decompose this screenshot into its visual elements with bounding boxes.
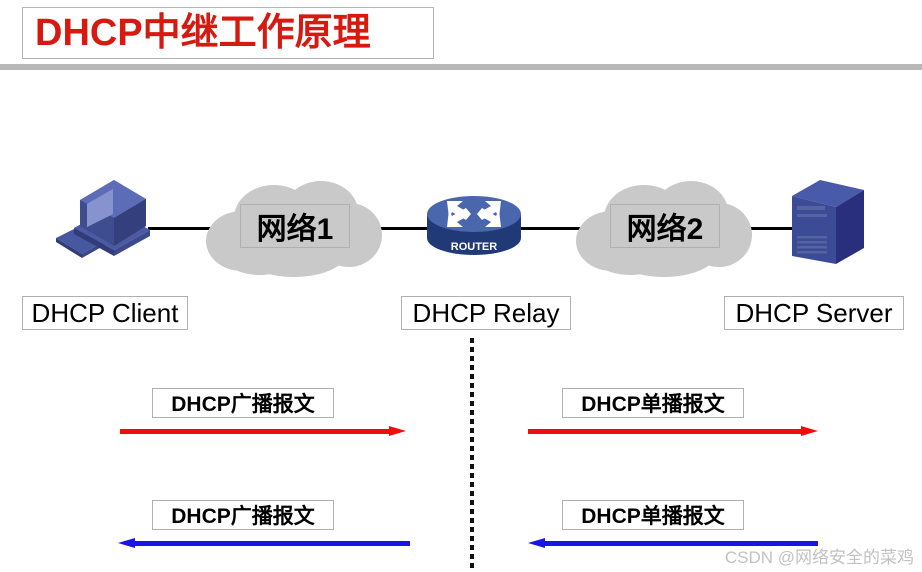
cloud-label-network1: 网络1 [240, 204, 350, 248]
arrow-shaft [528, 429, 802, 434]
flow-label-lower-left: DHCP广播报文 [152, 500, 334, 530]
cloud-puff [588, 221, 672, 275]
relay-boundary-divider [470, 338, 474, 572]
flow-label-lower-left-text: DHCP广播报文 [171, 505, 315, 528]
cloud-label-network2-text: 网络2 [626, 213, 704, 246]
node-label-relay: DHCP Relay [401, 296, 571, 330]
flow-arrow-lower-right [528, 538, 818, 548]
arrow-shaft [134, 541, 410, 546]
flow-label-upper-right: DHCP单播报文 [562, 388, 744, 418]
flow-label-upper-left-text: DHCP广播报文 [171, 393, 315, 416]
cloud-icon-network2 [576, 181, 752, 277]
node-label-server-text: DHCP Server [735, 297, 893, 328]
page-title: DHCP中继工作原理 [35, 12, 371, 54]
node-label-server: DHCP Server [724, 296, 904, 330]
server-tower-icon [786, 178, 868, 273]
arrow-head [389, 426, 406, 436]
flow-arrow-upper-right [528, 426, 818, 436]
link-network1-relay [355, 227, 433, 230]
cloud-puff [218, 221, 302, 275]
router-icon: ROUTER [425, 192, 523, 262]
arrow-head [801, 426, 818, 436]
node-label-relay-text: DHCP Relay [412, 297, 560, 328]
node-label-client-text: DHCP Client [31, 297, 179, 328]
flow-arrow-upper-left [120, 426, 406, 436]
cloud-label-network1-text: 网络1 [256, 213, 334, 246]
link-relay-network2 [516, 227, 588, 230]
node-label-client: DHCP Client [22, 296, 188, 330]
arrow-shaft [120, 429, 390, 434]
flow-arrow-lower-left [118, 538, 410, 548]
link-client-network1 [148, 227, 220, 230]
slide-title-box: DHCP中继工作原理 [22, 7, 434, 59]
header-divider [0, 64, 922, 70]
flow-label-upper-left: DHCP广播报文 [152, 388, 334, 418]
link-network2-server [726, 227, 798, 230]
cloud-label-network2: 网络2 [610, 204, 720, 248]
flow-label-lower-right: DHCP单播报文 [562, 500, 744, 530]
desktop-computer-icon [52, 178, 152, 258]
router-icon-caption: ROUTER [451, 241, 498, 253]
flow-label-lower-right-text: DHCP单播报文 [581, 505, 725, 528]
arrow-shaft [544, 541, 818, 546]
arrow-head [118, 538, 135, 548]
flow-label-upper-right-text: DHCP单播报文 [581, 393, 725, 416]
csdn-watermark: CSDN @网络安全的菜鸡 [724, 548, 914, 567]
arrow-head [528, 538, 545, 548]
